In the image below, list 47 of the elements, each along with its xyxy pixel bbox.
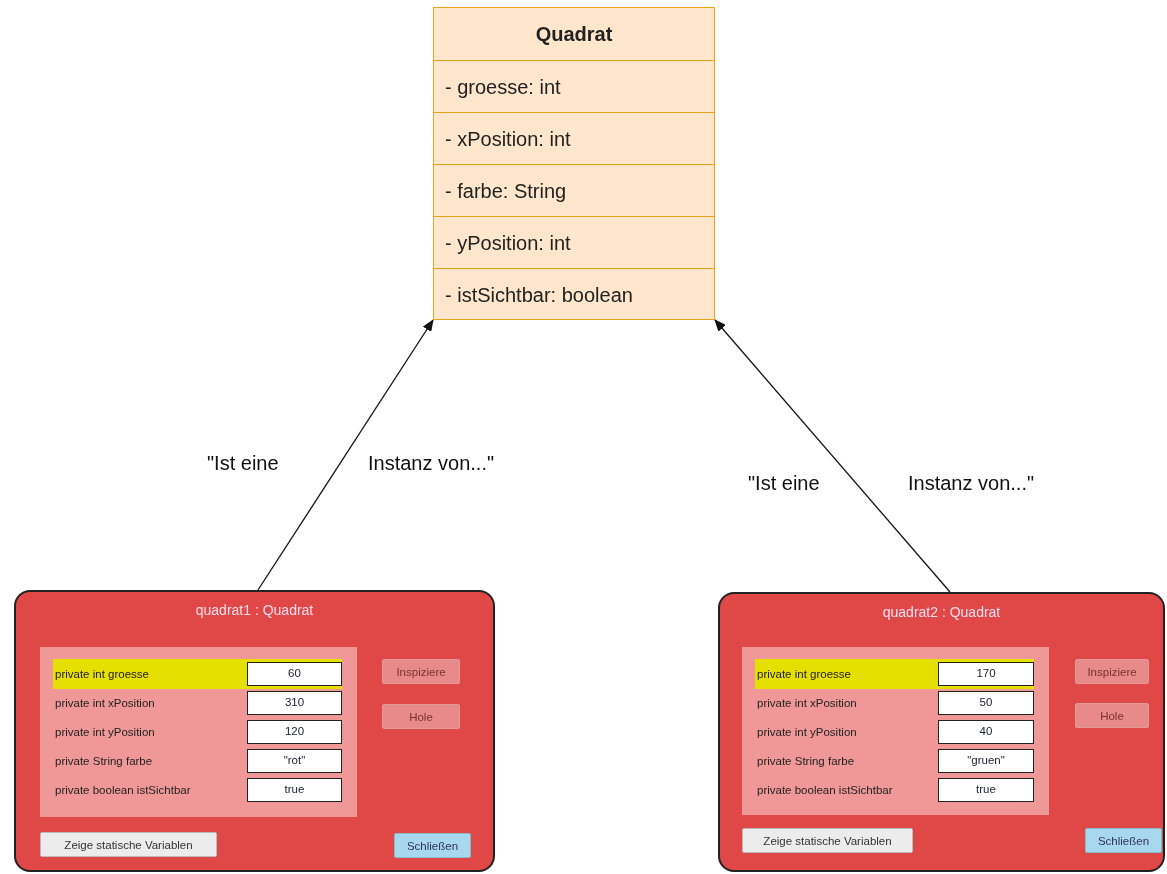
- class-name: Quadrat: [535, 23, 613, 45]
- class-attribute: - groesse: int: [445, 76, 561, 98]
- field-label: private int yPosition: [757, 725, 857, 740]
- annotation-text: Instanz von...": [908, 472, 1035, 495]
- disabled-button: Hole: [382, 704, 460, 729]
- value-field: 170: [938, 662, 1034, 686]
- value-field: true: [247, 778, 342, 802]
- field-label: private boolean istSichtbar: [55, 783, 191, 798]
- field-label: private String farbe: [55, 754, 153, 769]
- value-field: "rot": [247, 749, 342, 773]
- value-field: 310: [247, 691, 342, 715]
- field-panel: [742, 647, 1049, 815]
- field-label: private int groesse: [757, 667, 851, 682]
- object-inspector-window: [718, 592, 1165, 872]
- field-label: private boolean istSichtbar: [757, 783, 893, 798]
- object-inspector-window: [14, 590, 495, 872]
- field-label: private int groesse: [55, 667, 149, 682]
- annotation-text: "Ist eine: [748, 472, 820, 495]
- class-attribute: - istSichtbar: boolean: [445, 284, 633, 306]
- value-field: 60: [247, 662, 342, 686]
- field-label: private String farbe: [757, 754, 855, 769]
- field-label: private int xPosition: [757, 696, 857, 711]
- button: Schließen: [394, 833, 471, 858]
- class-attribute: - yPosition: int: [445, 232, 571, 254]
- value-field: "gruen": [938, 749, 1034, 773]
- window-title: quadrat2 : Quadrat: [881, 604, 1002, 620]
- class-attribute: - xPosition: int: [445, 128, 571, 150]
- window-title: quadrat1 : Quadrat: [194, 602, 315, 618]
- button: Zeige statische Variablen: [742, 828, 913, 853]
- disabled-button: Inspiziere: [1075, 659, 1149, 684]
- button: Schließen: [1085, 828, 1162, 853]
- field-panel: [40, 647, 357, 817]
- arrow: [714, 319, 951, 593]
- class-attribute: - farbe: String: [445, 180, 567, 202]
- value-field: 40: [938, 720, 1034, 744]
- disabled-button: Hole: [1075, 703, 1149, 728]
- value-field: true: [938, 778, 1034, 802]
- annotation-text: "Ist eine: [207, 452, 279, 475]
- field-label: private int xPosition: [55, 696, 155, 711]
- arrow: [257, 319, 434, 591]
- disabled-button: Inspiziere: [382, 659, 460, 684]
- button: Zeige statische Variablen: [40, 832, 217, 857]
- annotation-text: Instanz von...": [368, 452, 495, 475]
- value-field: 50: [938, 691, 1034, 715]
- value-field: 120: [247, 720, 342, 744]
- field-label: private int yPosition: [55, 725, 155, 740]
- uml-class-box: [433, 7, 715, 320]
